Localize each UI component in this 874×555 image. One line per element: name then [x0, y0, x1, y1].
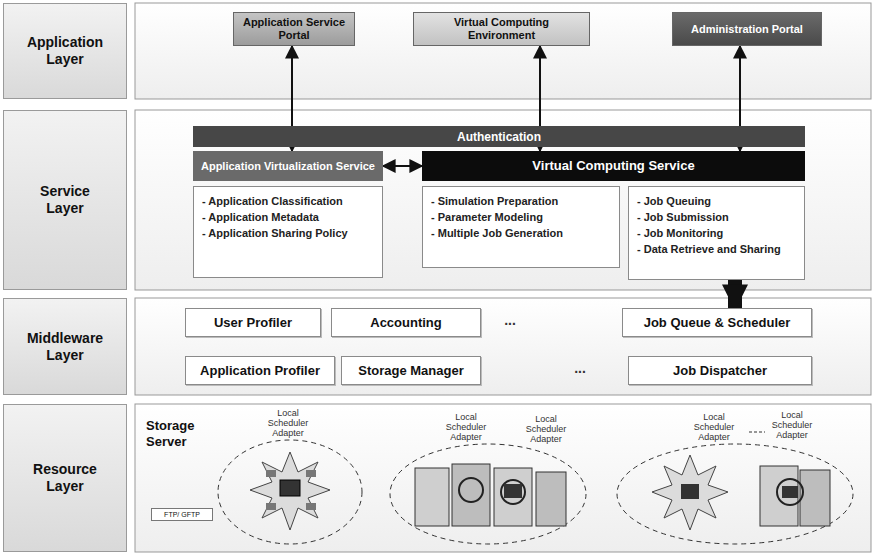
computer-icon: [266, 470, 276, 477]
protocol-box: FTP/ GFTP: [151, 508, 213, 521]
service-bar: Virtual Computing Service: [422, 151, 805, 181]
server-tower: [494, 468, 532, 526]
function-list: - Job Queuing- Job Submission- Job Monit…: [628, 186, 805, 280]
module-box: Application Profiler: [185, 356, 335, 385]
server-tower: [415, 468, 449, 526]
node-text: - Multiple Job Generation: [431, 225, 563, 241]
computer-icon: [266, 503, 276, 510]
layer-panel: [135, 110, 871, 290]
node-text: - Application Classification: [202, 193, 343, 209]
node-text: Virtual Computing Service: [532, 159, 694, 173]
computer-icon: [681, 484, 699, 499]
node-text: Authentication: [457, 130, 541, 144]
node-text: - Job Queuing: [637, 193, 711, 209]
server-tower: [452, 464, 490, 526]
node-text: Service Layer: [20, 183, 110, 217]
computer-icon: [782, 486, 798, 498]
computer-icon: [306, 503, 316, 510]
node-text: User Profiler: [214, 315, 292, 331]
module-box: Job Queue & Scheduler: [622, 308, 812, 337]
node-text: Application Profiler: [200, 363, 320, 379]
node-text: FTP/ GFTP: [164, 510, 200, 519]
node-text: Administration Portal: [691, 23, 803, 36]
node-text: - Data Retrieve and Sharing: [637, 241, 781, 257]
node-text: - Parameter Modeling: [431, 209, 543, 225]
layer-panel: [135, 404, 871, 552]
cluster-outline: [218, 440, 362, 544]
network-burst: [652, 455, 728, 530]
layer-label: Middleware Layer: [3, 298, 127, 395]
adapter-label: Local Scheduler Adapter: [520, 414, 572, 444]
node-text: - Job Monitoring: [637, 225, 723, 241]
resource-name: Storage Server: [146, 418, 236, 450]
dashed-link: [749, 432, 765, 433]
layer-label: Service Layer: [3, 110, 127, 290]
adapter-label: Local Scheduler Adapter: [440, 412, 492, 442]
node-text: - Job Submission: [637, 209, 729, 225]
service-bar: Application Virtualization Service: [193, 151, 383, 181]
server-tower: [760, 466, 798, 526]
function-list: - Simulation Preparation- Parameter Mode…: [422, 186, 620, 268]
layer-panel: [135, 3, 871, 99]
network-burst: [250, 452, 330, 530]
node-text: Middleware Layer: [20, 330, 110, 364]
cluster-outline: [390, 444, 586, 544]
flow-arrow: [728, 280, 742, 308]
ellipsis: ...: [560, 360, 600, 376]
node-text: Application Service Portal: [240, 16, 348, 42]
layer-panel: [135, 298, 871, 395]
portal-box: Administration Portal: [672, 12, 822, 46]
portal-box: Virtual Computing Environment: [413, 12, 590, 46]
node-text: Job Dispatcher: [673, 363, 767, 379]
server-tower: [800, 470, 830, 526]
grid-globe: [459, 478, 483, 502]
ellipsis: ...: [490, 312, 530, 328]
node-text: Job Queue & Scheduler: [644, 315, 791, 331]
computer-icon: [504, 484, 522, 498]
node-text: - Application Sharing Policy: [202, 225, 348, 241]
computer-icon: [280, 480, 300, 496]
node-text: - Application Metadata: [202, 209, 319, 225]
node-text: Resource Layer: [20, 461, 110, 495]
computer-icon: [306, 470, 316, 477]
layer-label: Resource Layer: [3, 404, 127, 552]
module-box: Accounting: [331, 308, 481, 337]
node-text: Application Virtualization Service: [201, 160, 375, 173]
auth-bar: Authentication: [193, 126, 805, 147]
connector-arrow: [383, 165, 422, 167]
node-text: Virtual Computing Environment: [420, 16, 583, 42]
module-box: Job Dispatcher: [628, 356, 812, 385]
adapter-label: Local Scheduler Adapter: [688, 412, 740, 442]
node-text: Application Layer: [20, 34, 110, 68]
node-text: Accounting: [370, 315, 442, 331]
function-list: - Application Classification- Applicatio…: [193, 186, 383, 278]
grid-globe: [501, 480, 525, 504]
cluster-outline: [617, 444, 853, 544]
node-text: Storage Manager: [358, 363, 463, 379]
node-text: - Simulation Preparation: [431, 193, 558, 209]
adapter-label: Local Scheduler Adapter: [262, 408, 314, 438]
layer-label: Application Layer: [3, 3, 127, 99]
adapter-label: Local Scheduler Adapter: [766, 410, 818, 440]
module-box: Storage Manager: [341, 356, 481, 385]
grid-globe: [777, 479, 803, 505]
portal-box: Application Service Portal: [233, 12, 355, 46]
module-box: User Profiler: [185, 308, 321, 337]
server-tower: [536, 472, 566, 526]
